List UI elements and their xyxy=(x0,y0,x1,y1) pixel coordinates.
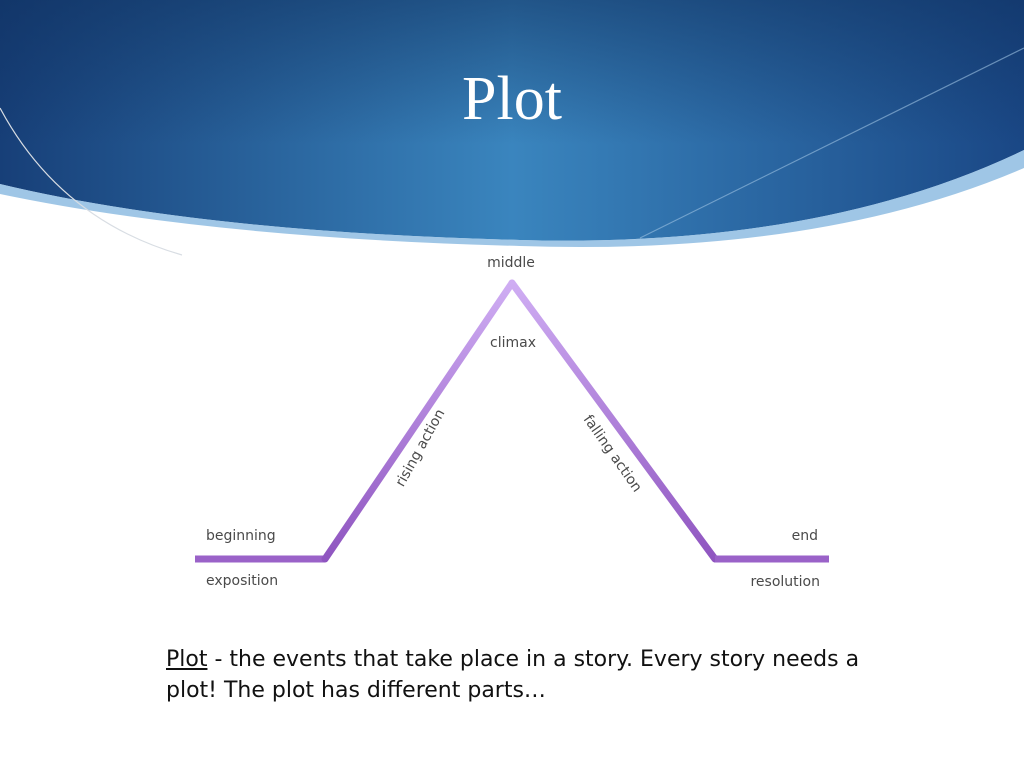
header-swoosh-line-right xyxy=(639,47,1024,239)
header-swoosh-line xyxy=(0,107,183,256)
header-banner xyxy=(0,0,1024,256)
label-beginning: beginning xyxy=(206,528,276,544)
label-end: end xyxy=(792,528,818,544)
label-middle: middle xyxy=(487,255,535,271)
plot-definition: Plot - the events that take place in a s… xyxy=(166,644,866,706)
plot-line-rising xyxy=(321,279,516,563)
label-resolution: resolution xyxy=(750,574,820,590)
plot-definition-text: - the events that take place in a story.… xyxy=(166,647,860,703)
plot-line-falling xyxy=(508,279,719,563)
label-climax: climax xyxy=(490,335,536,351)
label-exposition: exposition xyxy=(206,573,278,589)
plot-term: Plot xyxy=(166,647,208,672)
slide-title: Plot xyxy=(462,65,562,133)
header-shade xyxy=(0,0,1024,241)
